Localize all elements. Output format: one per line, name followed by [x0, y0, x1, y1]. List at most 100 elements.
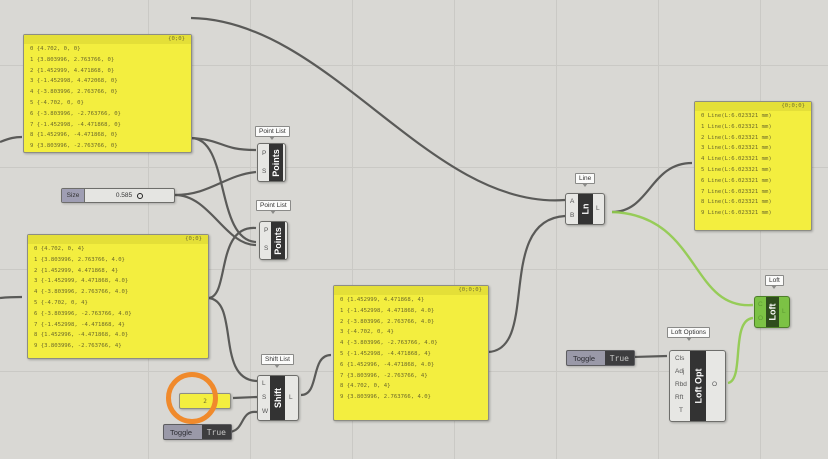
- point-list-2-component[interactable]: P S Points: [259, 221, 288, 260]
- grid-line: [148, 0, 149, 459]
- wire: [487, 214, 566, 354]
- grid-line: [556, 0, 557, 459]
- points-panel-top[interactable]: {0;0} 0 {4.702, 0, 0} 1 {3.803996, 2.763…: [23, 34, 192, 153]
- panel-row: 8 {4.702, 0, 4}: [340, 383, 391, 390]
- grid-line: [352, 0, 353, 459]
- size-slider[interactable]: Size 0.585: [61, 188, 175, 203]
- panel-row: 3 {-1.452999, 4.471868, 4.0}: [34, 278, 129, 285]
- toggle-label: Toggle: [170, 427, 193, 437]
- line-bubble: Line: [575, 173, 596, 187]
- panel-row: 1 {3.803996, 2.763766, 0}: [30, 56, 115, 63]
- point-list-1-bubble: Point List: [255, 126, 290, 140]
- input-port-s[interactable]: S: [262, 168, 267, 175]
- panel-row: 8 Line(L:6.023321 mm): [701, 199, 772, 206]
- output-port-l[interactable]: L: [289, 394, 293, 401]
- panel-row: 6 Line(L:6.023321 mm): [701, 177, 772, 184]
- toggle-value[interactable]: True: [604, 351, 634, 365]
- wire: [611, 161, 693, 214]
- panel-path: {0;0}: [28, 235, 208, 244]
- highlight-circle: [166, 372, 218, 424]
- output-port-l[interactable]: L: [782, 308, 786, 315]
- panel-row: 7 {-1.452998, -4.471868, 0}: [30, 121, 121, 128]
- wire: [300, 353, 332, 397]
- slider-track[interactable]: 0.585: [85, 189, 174, 202]
- panel-row: 3 {-4.702, 0, 4}: [340, 329, 394, 336]
- toggle-value[interactable]: True: [201, 425, 231, 439]
- input-port-adj[interactable]: Adj: [675, 368, 685, 375]
- component-name: Ln: [578, 194, 593, 224]
- panel-row: 6 {-3.803996, -2.763766, 0}: [30, 110, 121, 117]
- panel-path: {0;0;0}: [334, 286, 488, 295]
- panel-row: 2 {-3.803996, 2.763766, 4.0}: [340, 318, 435, 325]
- panel-row: 5 Line(L:6.023321 mm): [701, 166, 772, 173]
- panel-row: 4 {-3.803996, -2.763766, 4.0}: [340, 340, 438, 347]
- loft-options-component[interactable]: Cls Adj Rbd Rft T Loft Opt O: [669, 350, 726, 422]
- input-port-w[interactable]: W: [262, 408, 269, 415]
- wire: [0, 135, 23, 144]
- wire: [0, 295, 23, 300]
- panel-row: 2 {1.452999, 4.471868, 4}: [34, 267, 119, 274]
- panel-path: {0;0;0}: [695, 102, 811, 111]
- panel-row: 4 Line(L:6.023321 mm): [701, 156, 772, 163]
- component-name: Loft: [766, 297, 779, 327]
- input-port-rft[interactable]: Rft: [675, 394, 684, 401]
- panel-row: 9 {3.803996, 2.763766, 4.0}: [340, 394, 431, 401]
- input-port-l[interactable]: L: [262, 380, 266, 387]
- component-name: Loft Opt: [690, 351, 706, 421]
- wire: [207, 226, 257, 300]
- panel-row: 7 {-1.452998, -4.471868, 4}: [34, 321, 125, 328]
- panel-row: 6 {-3.803996, -2.763766, 4.0}: [34, 310, 132, 317]
- lines-panel[interactable]: {0;0;0} 0 Line(L:6.023321 mm) 1 Line(L:6…: [694, 101, 812, 231]
- output-port-o[interactable]: O: [712, 381, 718, 388]
- grid-line: [0, 269, 828, 270]
- panel-row: 4 {-3.803996, 2.763766, 4.0}: [34, 289, 129, 296]
- panel-row: 1 {-1.452998, 4.471868, 4.0}: [340, 307, 435, 314]
- wire: [631, 354, 668, 359]
- wire: [174, 170, 257, 197]
- slider-handle-icon[interactable]: [137, 192, 144, 199]
- grid-line: [250, 0, 251, 459]
- input-port-b[interactable]: B: [570, 212, 575, 219]
- panel-row: 2 Line(L:6.023321 mm): [701, 134, 772, 141]
- panel-row: 0 Line(L:6.023321 mm): [701, 113, 772, 119]
- panel-path: {0;0}: [24, 35, 191, 44]
- panel-row: 9 Line(L:6.023321 mm): [701, 210, 772, 217]
- panel-row: 5 {-4.702, 0, 4}: [34, 299, 88, 306]
- panel-row: 4 {-3.803996, 2.763766, 0}: [30, 89, 118, 96]
- input-port-t[interactable]: T: [679, 407, 683, 414]
- wire: [190, 16, 566, 202]
- input-port-p[interactable]: P: [264, 227, 269, 234]
- shift-list-component[interactable]: L S W Shift L: [257, 375, 299, 421]
- active-wire: [727, 316, 754, 385]
- input-port-s[interactable]: S: [262, 394, 267, 401]
- panel-row: 0 {4.702, 0, 4}: [34, 246, 85, 252]
- output-port-l[interactable]: L: [596, 205, 600, 212]
- toggle-label: Toggle: [573, 353, 596, 363]
- loft-options-bubble: Loft Options: [667, 327, 711, 341]
- wire: [190, 136, 257, 244]
- input-port-rbd[interactable]: Rbd: [675, 381, 687, 388]
- panel-row: 8 {1.452996, -4.471868, 4.0}: [34, 332, 129, 339]
- shifted-points-panel[interactable]: {0;0;0} 0 {1.452999, 4.471868, 4} 1 {-1.…: [333, 285, 489, 421]
- wire: [232, 395, 258, 400]
- closed-loft-toggle[interactable]: Toggle True: [566, 350, 635, 366]
- input-port-p[interactable]: P: [262, 150, 267, 157]
- panel-row: 0 {1.452999, 4.471868, 4}: [340, 297, 425, 303]
- input-port-a[interactable]: A: [570, 198, 575, 205]
- input-port-cls[interactable]: Cls: [675, 355, 685, 362]
- loft-component[interactable]: C O Loft L: [754, 296, 790, 328]
- component-name: Shift: [270, 376, 285, 420]
- wire: [190, 136, 257, 152]
- input-port-c[interactable]: C: [758, 301, 763, 308]
- wrap-toggle[interactable]: Toggle True: [163, 424, 232, 440]
- panel-row: 1 Line(L:6.023321 mm): [701, 123, 772, 130]
- line-component[interactable]: A B Ln L: [565, 193, 605, 225]
- input-port-o[interactable]: O: [758, 315, 764, 322]
- points-panel-bottom[interactable]: {0;0} 0 {4.702, 0, 4} 1 {3.803996, 2.763…: [27, 234, 209, 359]
- point-list-1-component[interactable]: P S Points: [257, 143, 286, 182]
- shift-list-bubble: Shift List: [261, 354, 294, 368]
- input-port-s[interactable]: S: [264, 245, 269, 252]
- grid-line: [454, 0, 455, 459]
- component-name: Points: [269, 144, 283, 181]
- panel-row: 9 {3.803996, -2.763766, 4}: [34, 343, 122, 350]
